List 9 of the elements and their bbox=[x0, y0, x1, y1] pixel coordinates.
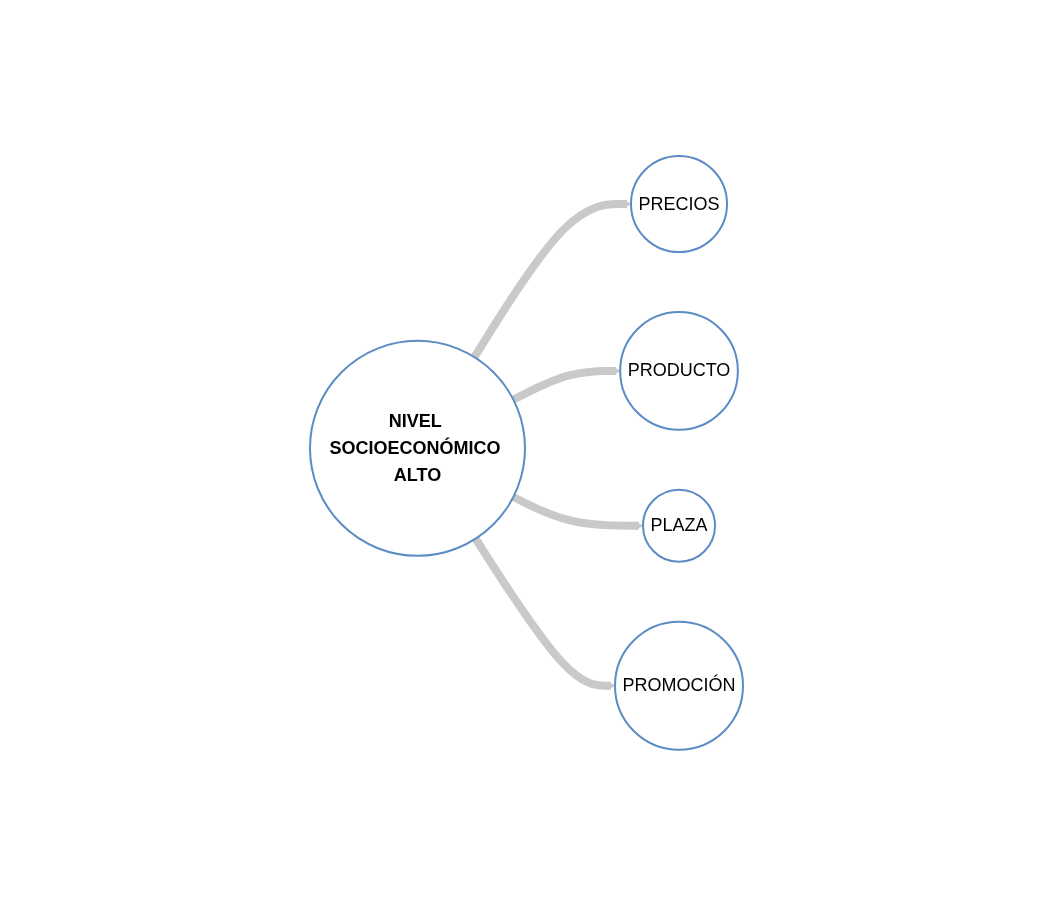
node-circle: PROMOCIÓN bbox=[614, 620, 744, 751]
node-circle: PRODUCTO bbox=[619, 310, 739, 431]
node-circle: NIVEL SOCIOECONÓMICO ALTO bbox=[309, 339, 526, 557]
arrow bbox=[472, 536, 616, 690]
arrow bbox=[511, 493, 644, 530]
node-circle: PLAZA bbox=[642, 488, 716, 563]
arrow bbox=[471, 199, 632, 359]
arrow bbox=[511, 366, 621, 403]
node-circle: PRECIOS bbox=[630, 154, 728, 253]
